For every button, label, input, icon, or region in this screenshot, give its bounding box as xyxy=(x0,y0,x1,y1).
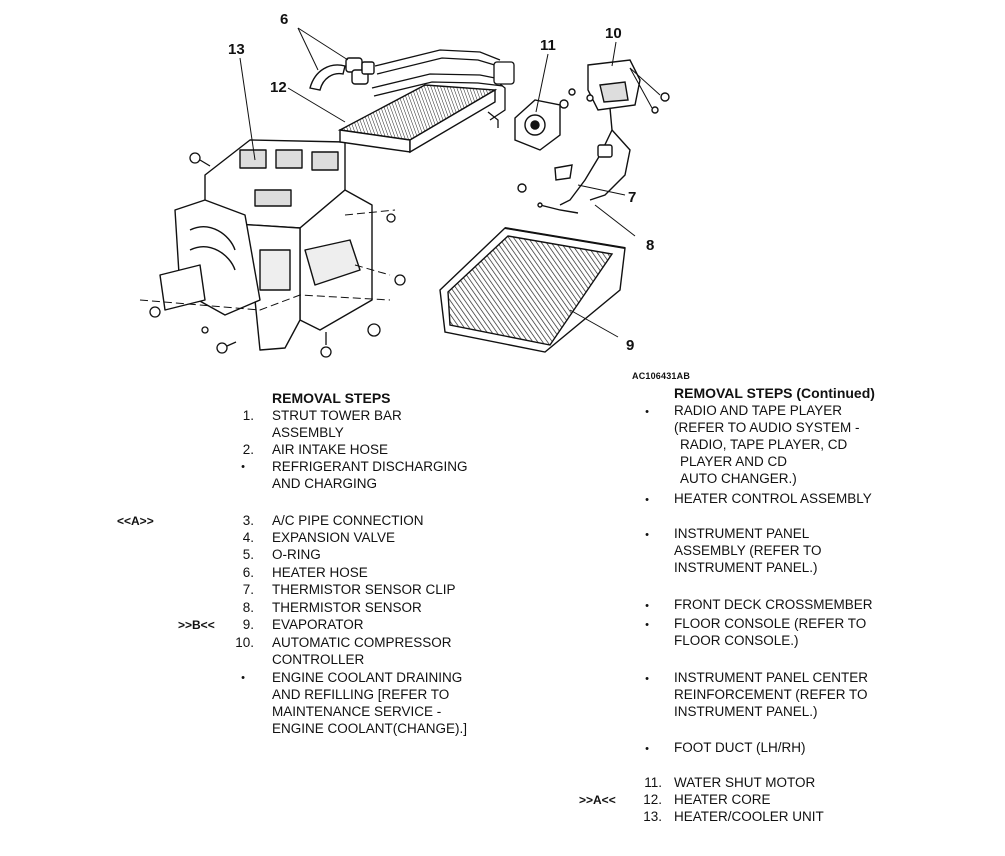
step-bullet: • xyxy=(645,494,649,506)
step-text: ASSEMBLY (REFER TO xyxy=(674,543,822,558)
screws-drawing xyxy=(149,152,406,358)
step-text: INSTRUMENT PANEL CENTER xyxy=(674,670,869,685)
step-text: RADIO, TAPE PLAYER, CD xyxy=(680,437,848,452)
step-number: 12. xyxy=(643,792,662,807)
step-text: STRUT TOWER BAR xyxy=(272,408,402,423)
evaporator-drawing xyxy=(439,227,626,353)
callout-10: 10 xyxy=(605,25,622,42)
step-number: 2. xyxy=(242,442,254,457)
step-text: FLOOR CONSOLE (REFER TO xyxy=(674,616,867,631)
heater-cooler-unit-drawing xyxy=(139,139,396,351)
step-bullet: • xyxy=(645,619,649,631)
step-text: A/C PIPE CONNECTION xyxy=(272,513,424,528)
step-text: AND CHARGING xyxy=(272,476,378,491)
step-bullet: • xyxy=(645,529,649,541)
step-text: AIR INTAKE HOSE xyxy=(272,442,389,457)
step-text: THERMISTOR SENSOR CLIP xyxy=(272,582,456,597)
step-bullet: • xyxy=(645,673,649,685)
step-text: EVAPORATOR xyxy=(272,617,364,632)
figure-id: AC106431AB xyxy=(632,371,691,381)
step-text: INSTRUMENT PANEL.) xyxy=(674,560,818,575)
step-text: ASSEMBLY xyxy=(272,425,344,440)
callout-13: 13 xyxy=(228,41,245,58)
service-point-mark: >>B<< xyxy=(178,618,215,632)
step-text: INSTRUMENT PANEL.) xyxy=(674,704,818,719)
step-text: ENGINE COOLANT DRAINING xyxy=(272,670,463,685)
callout-9: 9 xyxy=(626,337,634,354)
step-text: MAINTENANCE SERVICE - xyxy=(272,704,442,719)
step-text: FRONT DECK CROSSMEMBER xyxy=(674,597,873,612)
step-text: REINFORCEMENT (REFER TO xyxy=(674,687,868,702)
callout-11: 11 xyxy=(540,37,556,54)
step-text: HEATER HOSE xyxy=(272,565,368,580)
heater-core-drawing xyxy=(337,84,498,154)
removal-steps-continued-title: REMOVAL STEPS (Continued) xyxy=(674,385,875,401)
callout-7: 7 xyxy=(628,189,636,206)
step-number: 3. xyxy=(242,513,254,528)
removal-steps-title: REMOVAL STEPS xyxy=(272,390,391,406)
step-text: EXPANSION VALVE xyxy=(272,530,396,545)
service-point-mark: <<A>> xyxy=(117,514,154,528)
step-number: 6. xyxy=(242,565,254,580)
step-text: FOOT DUCT (LH/RH) xyxy=(674,740,806,755)
step-number: 8. xyxy=(242,600,254,615)
step-number: 5. xyxy=(242,547,254,562)
step-text: HEATER CONTROL ASSEMBLY xyxy=(674,491,872,506)
step-text: INSTRUMENT PANEL xyxy=(674,526,810,541)
step-text: FLOOR CONSOLE.) xyxy=(674,633,799,648)
step-bullet: • xyxy=(645,406,649,418)
step-bullet: • xyxy=(241,672,245,684)
callout-12: 12 xyxy=(270,79,287,96)
step-text: O-RING xyxy=(272,547,321,562)
callout-6: 6 xyxy=(280,11,288,28)
step-bullet: • xyxy=(241,461,245,473)
exploded-view-diagram: 6 13 12 11 10 7 8 9 xyxy=(139,11,670,358)
step-text: REFRIGERANT DISCHARGING xyxy=(272,459,468,474)
step-text: ENGINE COOLANT(CHANGE).] xyxy=(272,721,468,736)
step-number: 11. xyxy=(644,775,662,790)
leader-lines xyxy=(239,27,661,338)
step-text: AUTOMATIC COMPRESSOR xyxy=(272,635,452,650)
step-text: WATER SHUT MOTOR xyxy=(674,775,816,790)
step-bullet: • xyxy=(645,743,649,755)
step-text: AND REFILLING [REFER TO xyxy=(272,687,450,702)
step-bullet: • xyxy=(645,600,649,612)
step-number: 10. xyxy=(235,635,254,650)
callout-8: 8 xyxy=(646,237,654,254)
step-text: (REFER TO AUDIO SYSTEM - xyxy=(674,420,860,435)
step-text: THERMISTOR SENSOR xyxy=(272,600,422,615)
water-shut-motor-drawing xyxy=(514,88,576,151)
compressor-controller-drawing xyxy=(517,59,670,214)
step-number: 7. xyxy=(242,582,254,597)
step-number: 13. xyxy=(643,809,662,824)
heater-hoses-drawing xyxy=(309,57,375,91)
step-text: HEATER/COOLER UNIT xyxy=(674,809,824,824)
step-text: RADIO AND TAPE PLAYER xyxy=(674,403,843,418)
step-number: 1. xyxy=(242,408,254,423)
step-number: 9. xyxy=(242,617,254,632)
step-text: HEATER CORE xyxy=(674,792,771,807)
service-point-mark: >>A<< xyxy=(579,793,616,807)
step-text: CONTROLLER xyxy=(272,652,365,667)
step-text: PLAYER AND CD xyxy=(680,454,788,469)
step-text: AUTO CHANGER.) xyxy=(680,471,797,486)
coolant-pipes-drawing xyxy=(371,49,515,128)
step-number: 4. xyxy=(242,530,254,545)
